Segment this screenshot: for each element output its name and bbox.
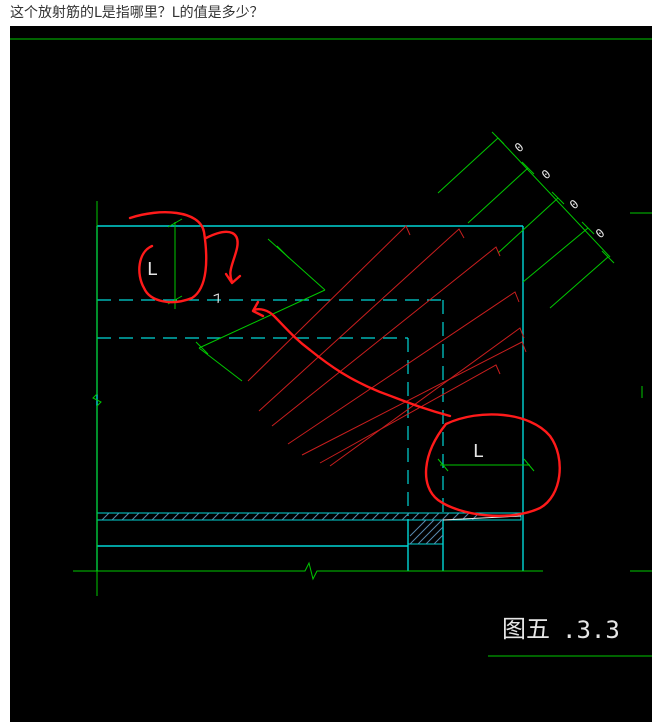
upper-l-label: L: [147, 259, 158, 280]
hatched-beam: [96, 512, 522, 545]
hand-annotations: [128, 211, 561, 518]
dim-marker-2: 0: [539, 167, 554, 182]
dim-marker-3: 0: [567, 197, 582, 212]
dim-marker-1: 0: [512, 140, 527, 155]
figure-number: .3.3: [562, 616, 620, 644]
dimension-lines: [73, 131, 652, 657]
lower-l-label: L: [473, 441, 484, 462]
dim-tick-label: 7: [212, 291, 224, 307]
cad-drawing-svg: L L 7 0 0 0 0 图五 .3.3: [10, 38, 652, 657]
cad-drawing: L L 7 0 0 0 0 图五 .3.3: [10, 26, 652, 722]
figure-caption: 图五: [502, 615, 550, 643]
question-text: 这个放射筋的L是指哪里？L的值是多少？: [10, 5, 264, 21]
dim-marker-4: 0: [593, 226, 608, 241]
curl-arrow-annotation: [204, 230, 239, 284]
dashed-reinforcement-lines: [97, 299, 444, 516]
upper-circle-annotation: [128, 211, 208, 304]
radial-rebars: [247, 225, 527, 467]
connecting-curve-annotation: [252, 308, 452, 418]
lower-circle-annotation: [424, 413, 561, 518]
